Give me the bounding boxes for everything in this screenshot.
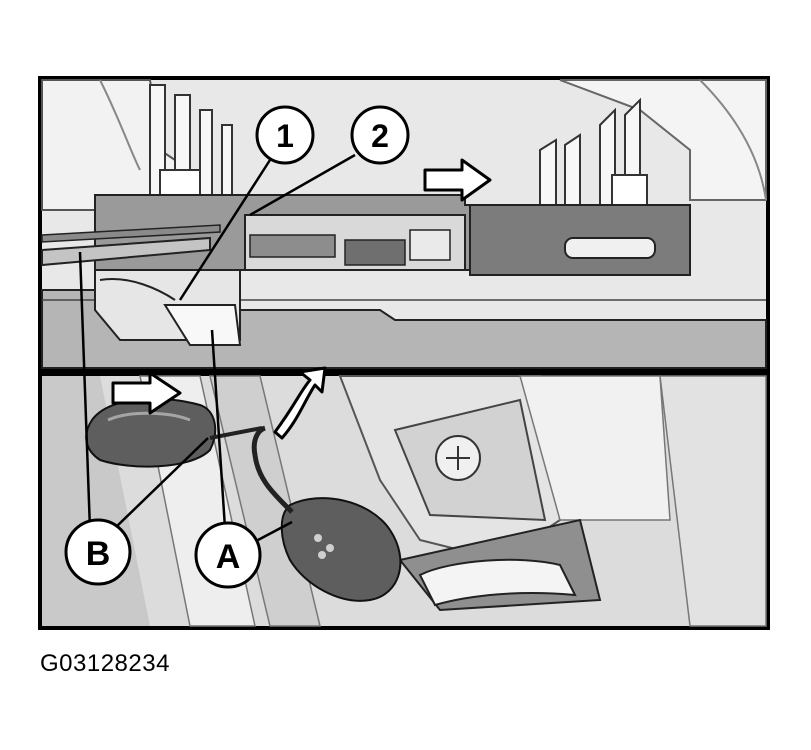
callout-1-label: 1 [276, 118, 294, 154]
tool-a-handle [280, 497, 402, 602]
leader-line-1 [178, 159, 272, 301]
leader-line-a-lower [257, 520, 293, 542]
leader-lines [78, 153, 356, 542]
callout-1: 1 [255, 105, 315, 165]
figure-reference-code: G03128234 [40, 650, 170, 677]
leader-line-b-lower [114, 437, 209, 529]
callout-2-label: 2 [371, 118, 389, 154]
callout-2: 2 [350, 105, 410, 165]
callout-b: B [64, 518, 132, 586]
callout-a: A [194, 521, 262, 589]
direction-arrow-top [423, 158, 492, 202]
linkage-rod [41, 236, 211, 267]
tool-a-shaft [251, 425, 294, 514]
leader-line-2 [249, 153, 356, 217]
leader-line-a [210, 329, 227, 529]
direction-arrow-bottom [111, 371, 182, 415]
rotation-arrow [273, 366, 327, 440]
callout-a-label: A [216, 538, 241, 576]
plate-slot [564, 237, 656, 259]
leader-line-b-upper [78, 251, 92, 531]
bottom-panel [38, 366, 770, 630]
callout-b-label: B [86, 535, 111, 573]
